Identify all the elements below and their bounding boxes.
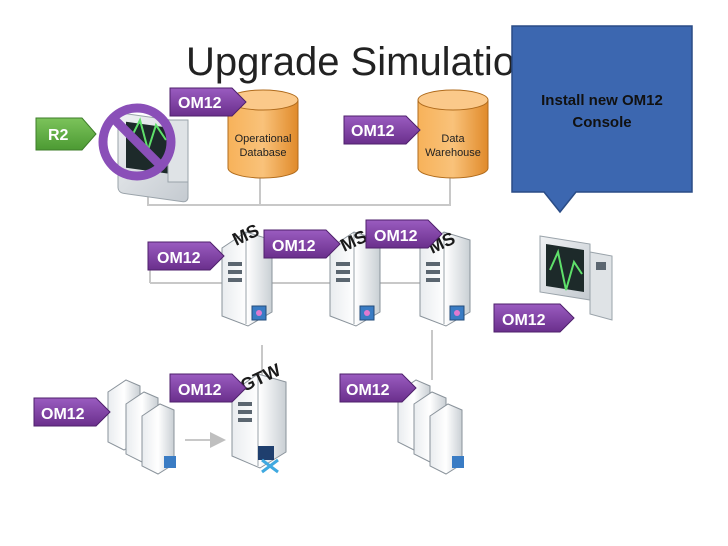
r2-tag: R2: [35, 117, 97, 151]
connector-top-bus: [147, 175, 451, 206]
om12-tag-label: OM12: [157, 250, 201, 267]
om12-tag-label: OM12: [374, 228, 418, 245]
server-badge-icon: [359, 305, 375, 321]
callout-text: Install new OM12 Console: [512, 90, 692, 134]
server-badge-icon: [251, 305, 267, 321]
om12-tag-label: OM12: [178, 382, 222, 399]
management-server-2: MS: [329, 226, 381, 327]
om12-tag-console-legacy: OM12: [169, 87, 247, 117]
data-warehouse: Data Warehouse: [417, 89, 489, 179]
gateway-server: GTW: [231, 360, 287, 474]
dw-label-1: Data: [441, 133, 465, 145]
opdb-label-2: Database: [239, 147, 286, 159]
om12-tag-database: OM12: [343, 115, 421, 145]
management-server-1: MS: [221, 220, 273, 327]
server-badge-icon: [449, 305, 465, 321]
operational-database: Operational Database: [227, 89, 299, 179]
om12-tag-label: OM12: [346, 382, 390, 399]
om12-tag-ms-left: OM12: [147, 241, 225, 271]
prohibit-icon: [98, 103, 176, 181]
om12-tag-agents-left: OM12: [33, 397, 111, 427]
om12-tag-label: OM12: [272, 238, 316, 255]
legacy-console: [98, 103, 189, 203]
callout-text-line-1: Install new OM12: [541, 92, 663, 109]
om12-tag-label: OM12: [351, 123, 395, 140]
callout-text-line-2: Console: [572, 114, 632, 131]
gateway-badge-icon: [258, 446, 279, 474]
new-console: [539, 235, 613, 321]
om12-tag-ms-center: OM12: [263, 229, 341, 259]
agent-group-right: [397, 379, 464, 475]
opdb-label-1: Operational: [235, 133, 292, 145]
om12-tag-label: OM12: [502, 312, 546, 329]
slide-title: Upgrade Simulation: [186, 40, 538, 84]
callout-box: [511, 25, 693, 214]
om12-tag-gateway: OM12: [169, 373, 247, 403]
om12-tag-label: OM12: [41, 406, 85, 423]
om12-tag-label: OM12: [178, 95, 222, 112]
dw-label-2: Warehouse: [425, 147, 481, 159]
r2-tag-label: R2: [48, 127, 69, 144]
om12-tag-agents-right: OM12: [339, 373, 417, 403]
agent-group-left: [107, 379, 176, 475]
om12-tag-ms-right: OM12: [365, 219, 443, 249]
om12-tag-new-console: OM12: [493, 303, 575, 333]
